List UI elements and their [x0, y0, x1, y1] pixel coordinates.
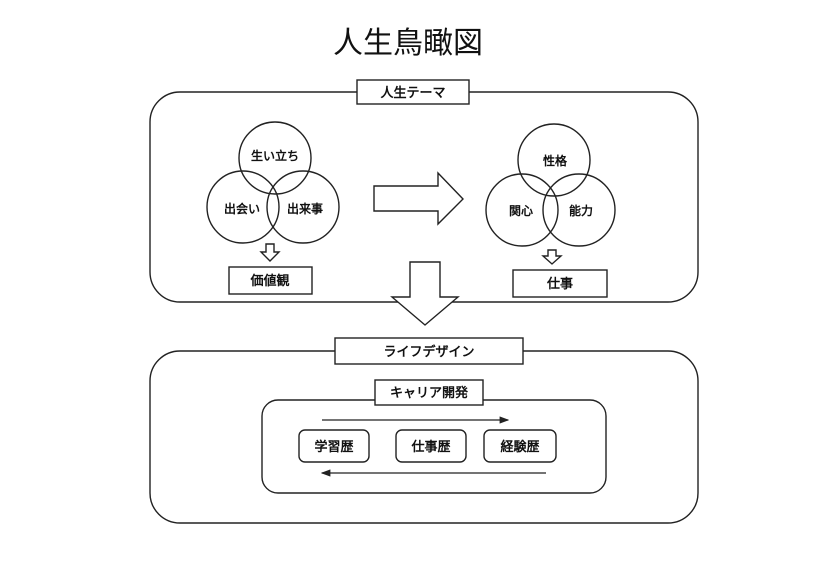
- venn-circle-personality: [517, 123, 591, 197]
- work-history-label: 仕事歴: [410, 439, 450, 455]
- experience-history-box: [483, 429, 557, 463]
- venn-circle-ability: [542, 173, 616, 247]
- life-design-header-box: [334, 337, 524, 365]
- venn-label-events: 出来事: [287, 201, 323, 216]
- work-history-box: [395, 429, 467, 463]
- venn-label-personality: 性格: [542, 153, 568, 168]
- big-right-arrow: [373, 171, 464, 226]
- life-design-header: ライフデザイン: [383, 344, 474, 360]
- venn-circle-events: [266, 170, 340, 244]
- venn-circle-interest: [485, 173, 559, 247]
- venn-label-encounters: 出会い: [224, 201, 260, 216]
- life-theme-header-box: [356, 79, 470, 105]
- learning-history-label: 学習歴: [314, 439, 353, 455]
- venn-circle-encounters: [206, 170, 280, 244]
- venn-label-ability: 能力: [569, 203, 593, 218]
- career-development-header: キャリア開発: [390, 385, 469, 401]
- diagram-title: 人生鳥瞰図: [333, 26, 483, 61]
- small-down-arrow-left: [259, 243, 281, 262]
- job-box: [512, 269, 608, 298]
- venn-label-interest: 関心: [509, 204, 533, 218]
- values-label: 価値観: [249, 273, 289, 289]
- big-down-arrow: [390, 261, 460, 326]
- venn-circle-upbringing: [238, 121, 312, 195]
- experience-history-label: 経験歴: [500, 439, 539, 455]
- values-box: [228, 266, 313, 295]
- life-theme-header: 人生テーマ: [380, 85, 445, 101]
- career-development-header-box: [374, 379, 484, 406]
- venn-label-upbringing: 生い立ち: [251, 148, 299, 163]
- small-down-arrow-right: [541, 249, 563, 265]
- learning-history-box: [298, 429, 370, 463]
- job-label: 仕事: [546, 276, 573, 292]
